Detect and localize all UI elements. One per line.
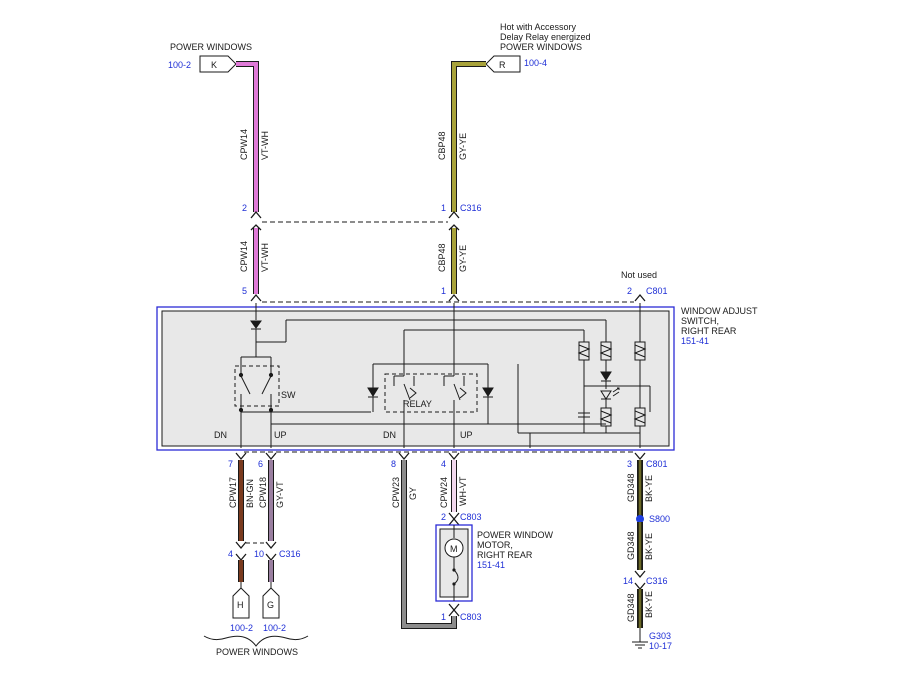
- switch-title-1: WINDOW ADJUST: [681, 306, 758, 316]
- pin-7-c801: 7: [228, 459, 233, 469]
- motor-ref[interactable]: 151-41: [477, 560, 505, 570]
- sw-label: SW: [281, 390, 296, 400]
- wire-label-cpw14-upper: CPW14: [239, 129, 249, 160]
- c803-bottom-label[interactable]: C803: [460, 612, 482, 622]
- switch-module-inner: [161, 310, 670, 447]
- c803-top-label[interactable]: C803: [460, 512, 482, 522]
- connector-c803-bottom: [448, 603, 460, 617]
- pin-2-c803: 2: [441, 512, 446, 522]
- pin-2-c316: 2: [242, 203, 247, 213]
- splice-s800: [636, 515, 644, 523]
- wire-label-vtwh-lower: VT-WH: [260, 243, 270, 272]
- c316-right-label[interactable]: C316: [646, 576, 668, 586]
- hot-line-1: Hot with Accessory: [500, 22, 577, 32]
- connector-k: K: [199, 55, 237, 73]
- wire-label-cbp48-upper: CBP48: [437, 131, 447, 160]
- relay-label: RELAY: [403, 399, 432, 409]
- wire-label-cpw24: CPW24: [439, 477, 449, 508]
- motor-title-3: RIGHT REAR: [477, 550, 533, 560]
- wire-label-gyye-lower: GY-YE: [458, 245, 468, 272]
- pin-10-c316: 10: [254, 549, 264, 559]
- connector-c801-lower: [235, 451, 646, 461]
- pin-1-c803: 1: [441, 612, 446, 622]
- wire-label-cpw14-lower: CPW14: [239, 241, 249, 272]
- top-left-title: POWER WINDOWS: [170, 42, 252, 52]
- pin-5-c801: 5: [242, 286, 247, 296]
- wire-cpw14-upper: [236, 61, 259, 212]
- wire-label-bkye-2: BK-YE: [644, 533, 654, 560]
- connector-g: G: [262, 587, 280, 619]
- hot-line-2: Delay Relay energized: [500, 32, 591, 42]
- connector-c801-upper: [250, 293, 646, 303]
- top-left-ref[interactable]: 100-2: [168, 60, 191, 70]
- switch-title-2: SWITCH,: [681, 316, 719, 326]
- connector-g-label: G: [267, 600, 274, 610]
- c801-upper-label[interactable]: C801: [646, 286, 668, 296]
- wire-label-gyvt: GY-VT: [275, 481, 285, 508]
- connector-k-label: K: [211, 60, 217, 70]
- c316-upper-label[interactable]: C316: [460, 203, 482, 213]
- top-right-title: POWER WINDOWS: [500, 42, 582, 52]
- ground-symbol-icon: [632, 628, 648, 649]
- wire-label-gd348-1: GD348: [626, 473, 636, 502]
- wire-label-vtwh-upper: VT-WH: [260, 131, 270, 160]
- wire-label-gyye-upper: GY-YE: [458, 133, 468, 160]
- top-right-ref[interactable]: 100-4: [524, 58, 547, 68]
- bottom-brace: [203, 635, 309, 647]
- sw-dn-label: DN: [214, 430, 227, 440]
- wire-label-gd348-3: GD348: [626, 593, 636, 622]
- pin-4-c316: 4: [228, 549, 233, 559]
- connector-c803-top: [448, 512, 460, 526]
- connector-h: H: [232, 587, 250, 619]
- switch-internal-circuit: [234, 303, 651, 448]
- motor-title-1: POWER WINDOW: [477, 530, 553, 540]
- ground-g303-label[interactable]: G303: [649, 631, 671, 641]
- wire-label-cpw23: CPW23: [391, 477, 401, 508]
- wire-label-bngn: BN-GN: [245, 479, 255, 508]
- connector-r: R: [485, 55, 521, 73]
- connector-h-label: H: [237, 600, 244, 610]
- relay-dn-label: DN: [383, 430, 396, 440]
- c801-lower-label[interactable]: C801: [646, 459, 668, 469]
- sw-up-label: UP: [274, 430, 287, 440]
- ground-ref[interactable]: 10-17: [649, 641, 672, 651]
- wire-cpw23: [401, 460, 457, 629]
- motor-title-2: MOTOR,: [477, 540, 513, 550]
- splice-s800-label[interactable]: S800: [649, 514, 670, 524]
- pin-2-c801: 2: [627, 286, 632, 296]
- pin-8-c801: 8: [391, 459, 396, 469]
- pin-6-c801: 6: [258, 459, 263, 469]
- motor-module: M: [435, 524, 473, 602]
- wire-label-bkye-1: BK-YE: [644, 475, 654, 502]
- c316-lower-label[interactable]: C316: [279, 549, 301, 559]
- bottom-pw-title: POWER WINDOWS: [216, 647, 298, 657]
- wire-label-bkye-3: BK-YE: [644, 591, 654, 618]
- pin-3-c801: 3: [627, 459, 632, 469]
- connector-c316-right: [634, 570, 646, 591]
- wire-label-gd348-2: GD348: [626, 531, 636, 560]
- pin-4-c801: 4: [441, 459, 446, 469]
- wire-label-whvt: WH-VT: [458, 476, 468, 506]
- wire-label-cbp48-lower: CBP48: [437, 243, 447, 272]
- motor-m-label: M: [450, 544, 458, 554]
- connector-r-label: R: [499, 60, 506, 70]
- connector-c316-upper: [250, 210, 460, 231]
- wire-label-gy: GY: [408, 487, 418, 500]
- wire-label-cpw18: CPW18: [258, 477, 268, 508]
- pin-14-c316: 14: [623, 576, 633, 586]
- switch-ref[interactable]: 151-41: [681, 336, 709, 346]
- pin-1-c316: 1: [441, 203, 446, 213]
- relay-up-label: UP: [460, 430, 473, 440]
- wire-cbp48-upper: [451, 61, 486, 212]
- ref-g[interactable]: 100-2: [263, 623, 286, 633]
- pin-1-c801: 1: [441, 286, 446, 296]
- not-used-label: Not used: [621, 270, 657, 280]
- ref-h[interactable]: 100-2: [230, 623, 253, 633]
- switch-title-3: RIGHT REAR: [681, 326, 737, 336]
- wire-label-cpw17: CPW17: [228, 477, 238, 508]
